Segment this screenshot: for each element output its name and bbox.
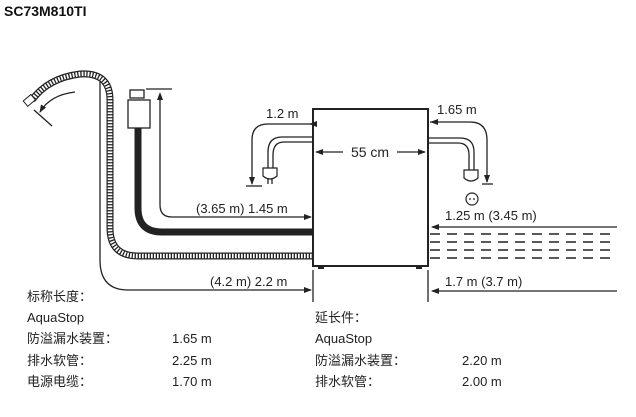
power-plug-icon — [463, 169, 479, 182]
drain-left-label: (4.2 m) 2.2 m — [210, 274, 287, 289]
extension-subheading: AquaStop — [315, 331, 372, 346]
nominal-row-value: 1.70 m — [172, 374, 212, 389]
nominal-row-value: 2.25 m — [172, 353, 212, 368]
power-plug-icon — [262, 167, 278, 180]
extension-row-label: 防溢漏水装置： — [315, 353, 406, 368]
extension-row-value: 2.00 m — [462, 374, 502, 389]
nominal-row-value: 1.65 m — [172, 331, 212, 346]
inlet-hose — [127, 88, 313, 236]
nominal-heading: 标称长度： — [27, 289, 92, 304]
extension-row-label: 排水软管： — [315, 374, 380, 389]
nominal-subheading: AquaStop — [27, 310, 84, 325]
inlet-right-label: 1.25 m (3.45 m) — [445, 208, 537, 223]
drain-hose — [22, 70, 313, 260]
dishwasher-body — [312, 108, 429, 267]
power-left-label: 1.2 m — [266, 106, 299, 121]
extension-heading: 延长件： — [315, 310, 367, 325]
drain-right-label: 1.7 m (3.7 m) — [445, 274, 522, 289]
nominal-row-label: 电源电缆： — [27, 374, 92, 389]
inlet-dimension-line — [159, 95, 312, 220]
socket-icon — [465, 192, 479, 206]
extension-hoses — [430, 233, 617, 259]
nominal-row-label: 排水软管： — [27, 353, 92, 368]
inlet-left-label: (3.65 m) 1.45 m — [196, 201, 288, 216]
extension-row-value: 2.20 m — [462, 353, 502, 368]
aquastop-valve — [127, 99, 151, 129]
nominal-row-label: 防溢漏水装置： — [27, 331, 118, 346]
power-right-label: 1.65 m — [437, 102, 477, 117]
width-label: 55 cm — [351, 144, 389, 160]
model-title: SC73M810TI — [4, 3, 86, 19]
drain-dimension-line — [99, 82, 312, 293]
